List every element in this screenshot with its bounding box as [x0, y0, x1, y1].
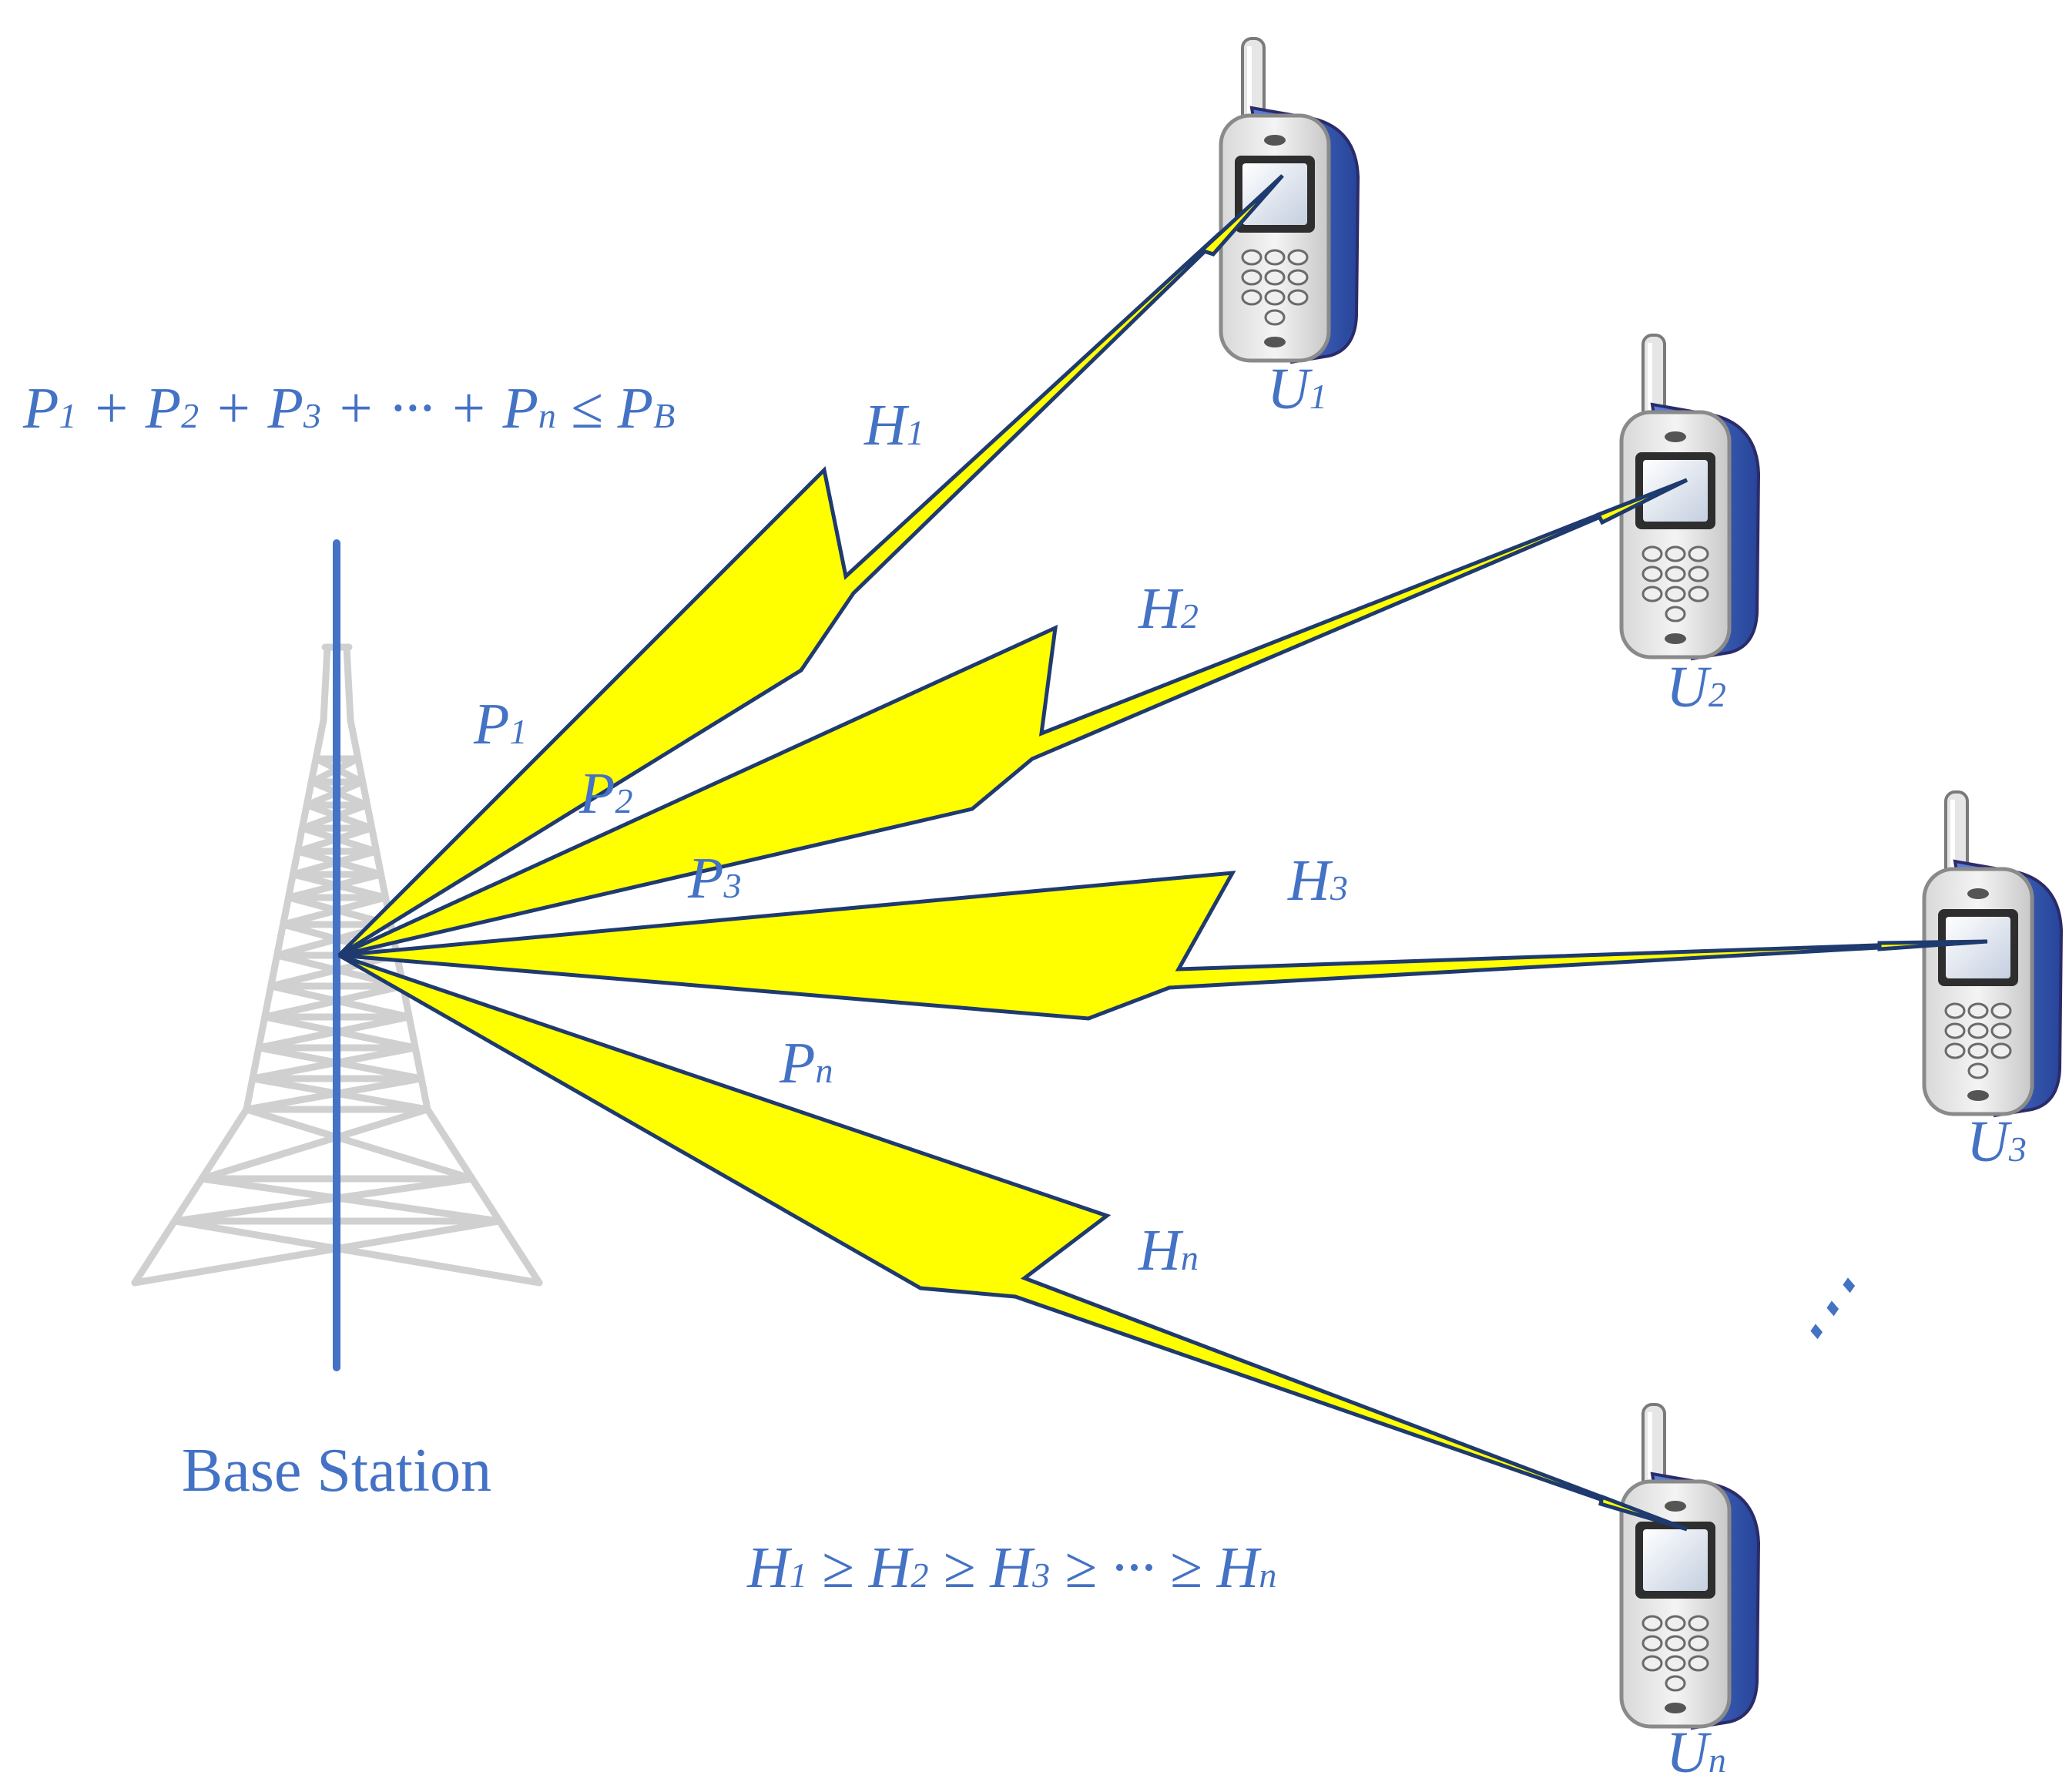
mobile-phone-icon: [1924, 792, 2061, 1116]
user-label-1: U1: [1267, 357, 1327, 421]
power-label-n: Pn: [779, 1031, 833, 1096]
channel-label-n: Hn: [1138, 1218, 1199, 1283]
mobile-phone-icon: [1221, 39, 1358, 362]
beam-tips: [1198, 174, 1988, 1532]
user-label-3: U3: [1967, 1109, 2027, 1174]
more-users-ellipsis: ⋯: [1765, 1251, 1890, 1374]
beams: [337, 174, 1988, 1532]
channel-label-3: H3: [1287, 848, 1348, 913]
user-label-n: Un: [1666, 1720, 1726, 1785]
base-station-caption: Base Station: [182, 1437, 491, 1505]
power-constraint-formula: P1 + P2 + P3 + ··· + Pn ≤ PB: [22, 376, 675, 441]
user-label-2: U2: [1666, 655, 1726, 720]
power-label-1: P1: [473, 692, 527, 757]
power-label-2: P2: [578, 761, 632, 826]
mobile-phone-icon: [1621, 1404, 1759, 1728]
beam-user-2: [337, 478, 1688, 958]
channel-label-2: H2: [1138, 576, 1199, 641]
channel-order-formula: H1 ≥ H2 ≥ H3 ≥ ··· ≥ Hn: [746, 1535, 1276, 1600]
channel-label-1: H1: [863, 393, 924, 458]
beam-user-n: [337, 953, 1688, 1532]
power-label-3: P3: [687, 846, 741, 911]
